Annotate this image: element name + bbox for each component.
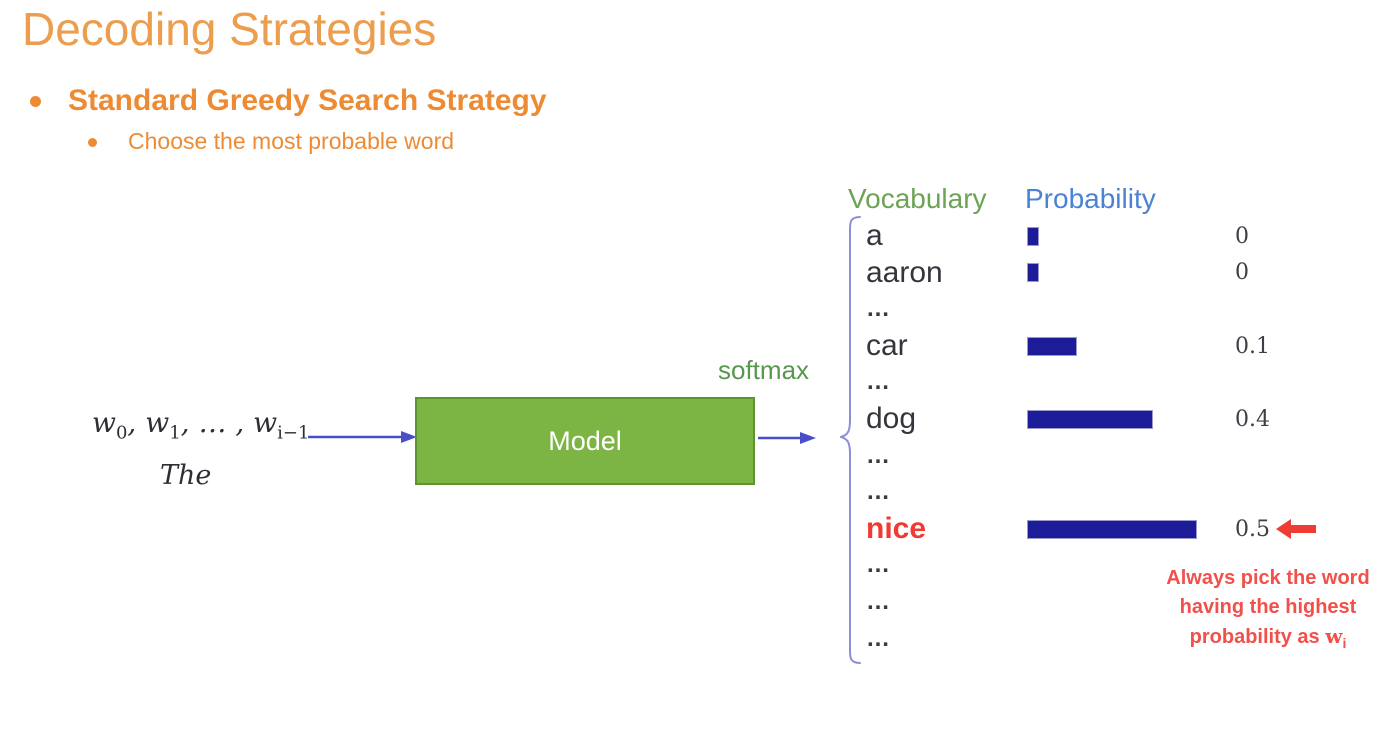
math-sub1: 1 — [169, 422, 181, 444]
bullet-level1: Standard Greedy Search Strategy — [30, 84, 547, 118]
vocab-word: nice — [866, 511, 927, 545]
annotation-line3: probability as wi — [1148, 622, 1388, 658]
vocab-ellipsis: … — [866, 295, 891, 323]
probability-bar — [1027, 263, 1039, 283]
vocab-ellipsis: … — [866, 551, 891, 579]
vocab-row: dog 0.4 — [866, 401, 1326, 438]
vocab-row: … — [866, 364, 1326, 401]
annotation-line2: having the highest — [1179, 596, 1357, 618]
bullet1-text: Standard Greedy Search Strategy — [68, 84, 547, 117]
probability-bar-zone — [1027, 263, 1235, 283]
vocab-ellipsis: … — [866, 624, 891, 652]
vocab-row: car 0.1 — [866, 328, 1326, 365]
vocab-row: … — [866, 474, 1326, 511]
model-box: Model — [415, 397, 755, 485]
math-w0: w — [92, 406, 116, 439]
vocab-row: … — [866, 547, 1326, 584]
vocab-row: … — [866, 291, 1326, 328]
vocab-row: aaron 0 — [866, 255, 1326, 292]
vocab-word: car — [866, 328, 908, 362]
probability-bar-zone — [1027, 519, 1235, 539]
math-w1: , w — [127, 406, 170, 439]
bullet2-text: Choose the most probable word — [128, 128, 455, 154]
probability-value: 0.5 — [1235, 516, 1270, 542]
math-wi: , … , w — [180, 406, 278, 439]
bullet-marker — [88, 138, 97, 147]
probability-bar-zone — [1027, 336, 1235, 356]
model-label: Model — [548, 425, 622, 456]
softmax-label: softmax — [718, 355, 810, 385]
vocab-row: … — [866, 584, 1326, 621]
probability-bar — [1027, 336, 1077, 356]
probability-bar — [1027, 519, 1197, 539]
probability-header: Probability — [1025, 183, 1156, 214]
vocab-row: nice 0.5 — [866, 511, 1326, 548]
probability-value: 0 — [1235, 223, 1249, 249]
vocab-ellipsis: … — [866, 441, 891, 469]
probability-value: 0.1 — [1235, 333, 1270, 359]
vocabulary-header: Vocabulary — [848, 183, 987, 214]
vocab-word: aaron — [866, 255, 943, 289]
bullet-level2: Choose the most probable word — [88, 128, 454, 155]
vocab-word: dog — [866, 401, 917, 435]
output-arrow-icon — [758, 432, 816, 444]
bullet-marker — [30, 96, 41, 107]
probability-value: 0 — [1235, 260, 1249, 286]
probability-bar-zone — [1027, 409, 1235, 429]
vocab-ellipsis: … — [866, 368, 891, 396]
vocab-row: … — [866, 438, 1326, 475]
annotation-line3-text: probability as — [1189, 626, 1326, 648]
input-arrow-icon — [308, 431, 417, 443]
greedy-annotation: Always pick the word having the highest … — [1148, 564, 1388, 658]
vocab-row: … — [866, 621, 1326, 658]
vocab-ellipsis: … — [866, 478, 891, 506]
vocab-brace-icon — [840, 216, 861, 664]
annotation-line1: Always pick the word — [1166, 567, 1370, 589]
vocab-ellipsis: … — [866, 587, 891, 615]
annotation-w: w — [1325, 624, 1343, 648]
probability-value: 0.4 — [1235, 406, 1270, 432]
probability-bar-zone — [1027, 226, 1235, 246]
input-sequence-math: w0, w1, … , wi−1 — [92, 406, 309, 444]
math-sub0: 0 — [115, 422, 128, 444]
slide-title: Decoding Strategies — [22, 3, 437, 55]
probability-bar — [1027, 409, 1153, 429]
annotation-w-subscript: i — [1342, 635, 1347, 651]
input-example-word: The — [160, 460, 212, 491]
probability-bar — [1027, 226, 1039, 246]
highlight-arrow-icon — [1275, 517, 1317, 541]
vocab-word: a — [866, 219, 883, 252]
math-subi: i−1 — [277, 422, 310, 444]
